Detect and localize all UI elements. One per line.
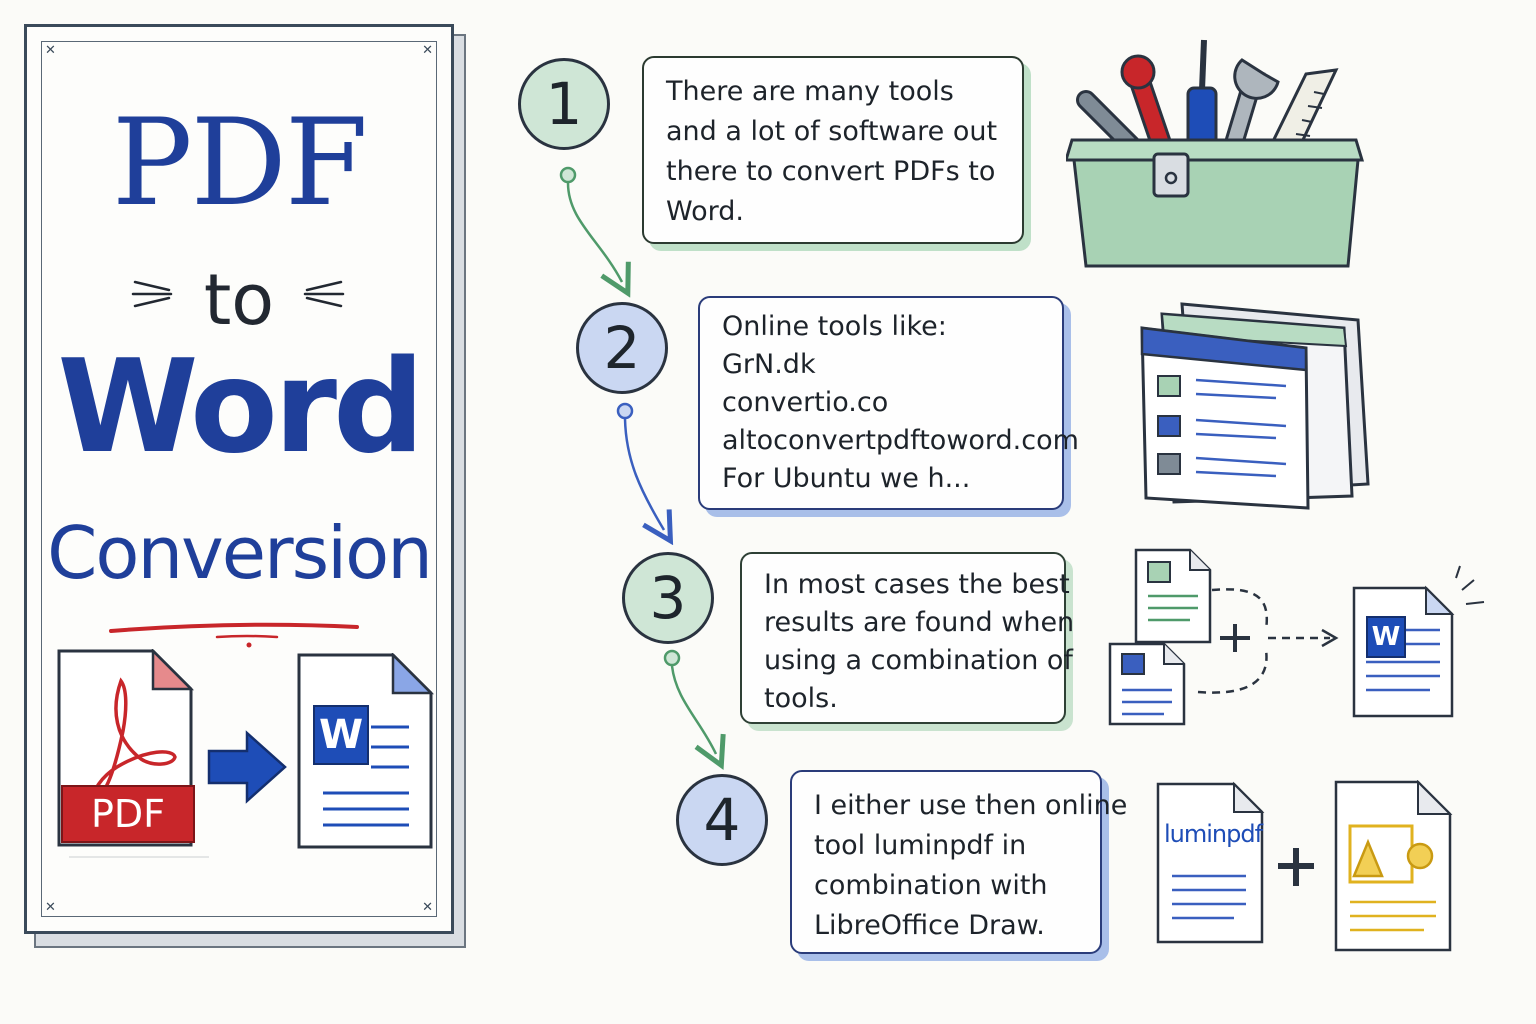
step-2-number: 2 (576, 302, 668, 394)
pdf-file-icon: PDF (57, 649, 209, 858)
step-3-line: results are found when (764, 607, 1075, 638)
pdf-badge: PDF (61, 785, 195, 843)
step-4-card: I either use then online tool luminpdf i… (790, 770, 1128, 954)
step-3-line: tools. (764, 683, 838, 714)
corner-mark-icon: ✕ (422, 900, 433, 915)
step-3-number: 3 (622, 552, 714, 644)
toolbox-icon (1066, 39, 1365, 268)
step-4-number: 4 (676, 774, 768, 866)
convert-arrow-icon (207, 730, 287, 804)
title-line-to: to (203, 259, 275, 341)
step-1-number: 1 (518, 58, 610, 150)
step-4-line: LibreOffice Draw. (814, 910, 1045, 941)
step-1-line: there to convert PDFs to (666, 156, 996, 187)
step-3-line: In most cases the best (764, 569, 1070, 600)
step-4-line: combination with (814, 870, 1048, 901)
browser-windows-icon (1140, 302, 1370, 510)
step-2-line: GrN.dk (722, 349, 816, 380)
step-2-line: altoconvertpdftoword.com (722, 425, 1079, 456)
luminpdf-label: luminpdf (1164, 820, 1263, 848)
corner-mark-icon: ✕ (45, 900, 56, 915)
step-4-line: tool luminpdf in (814, 830, 1027, 861)
title-line-conversion: Conversion (47, 511, 433, 595)
step-1-card: There are many tools and a lot of softwa… (642, 56, 1024, 244)
title-underline (109, 622, 359, 648)
step-2-line: For Ubuntu we h... (722, 463, 971, 494)
title-line-pdf: PDF (111, 94, 368, 233)
word-badge-small: W (1366, 616, 1406, 658)
sparkle-left-icon (131, 280, 173, 308)
corner-mark-icon: ✕ (45, 43, 56, 58)
step-2-line: convertio.co (722, 387, 889, 418)
step-3-line: using a combination of (764, 645, 1073, 676)
title-line-word: Word (57, 333, 424, 482)
step-2-line: Online tools like: (722, 311, 947, 342)
step-1-line: Word. (666, 196, 744, 227)
step-2-card: Online tools like: GrN.dk convertio.co a… (698, 296, 1079, 510)
title-panel: ✕ ✕ ✕ ✕ PDF to Word Conversion PDF (24, 24, 454, 934)
sparkle-right-icon (303, 280, 345, 308)
luminpdf-plus-draw-icon (1156, 780, 1453, 952)
step-4-line: I either use then online (814, 790, 1128, 821)
word-badge: W (313, 705, 369, 765)
word-file-icon: W (297, 653, 437, 853)
step-1-line: There are many tools (666, 76, 954, 107)
step-3-card: In most cases the best results are found… (740, 552, 1075, 724)
combine-documents-icon (1108, 548, 1485, 726)
step-1-line: and a lot of software out (666, 116, 998, 147)
corner-mark-icon: ✕ (422, 43, 433, 58)
title-panel-inner-frame: ✕ ✕ ✕ ✕ (41, 41, 437, 917)
